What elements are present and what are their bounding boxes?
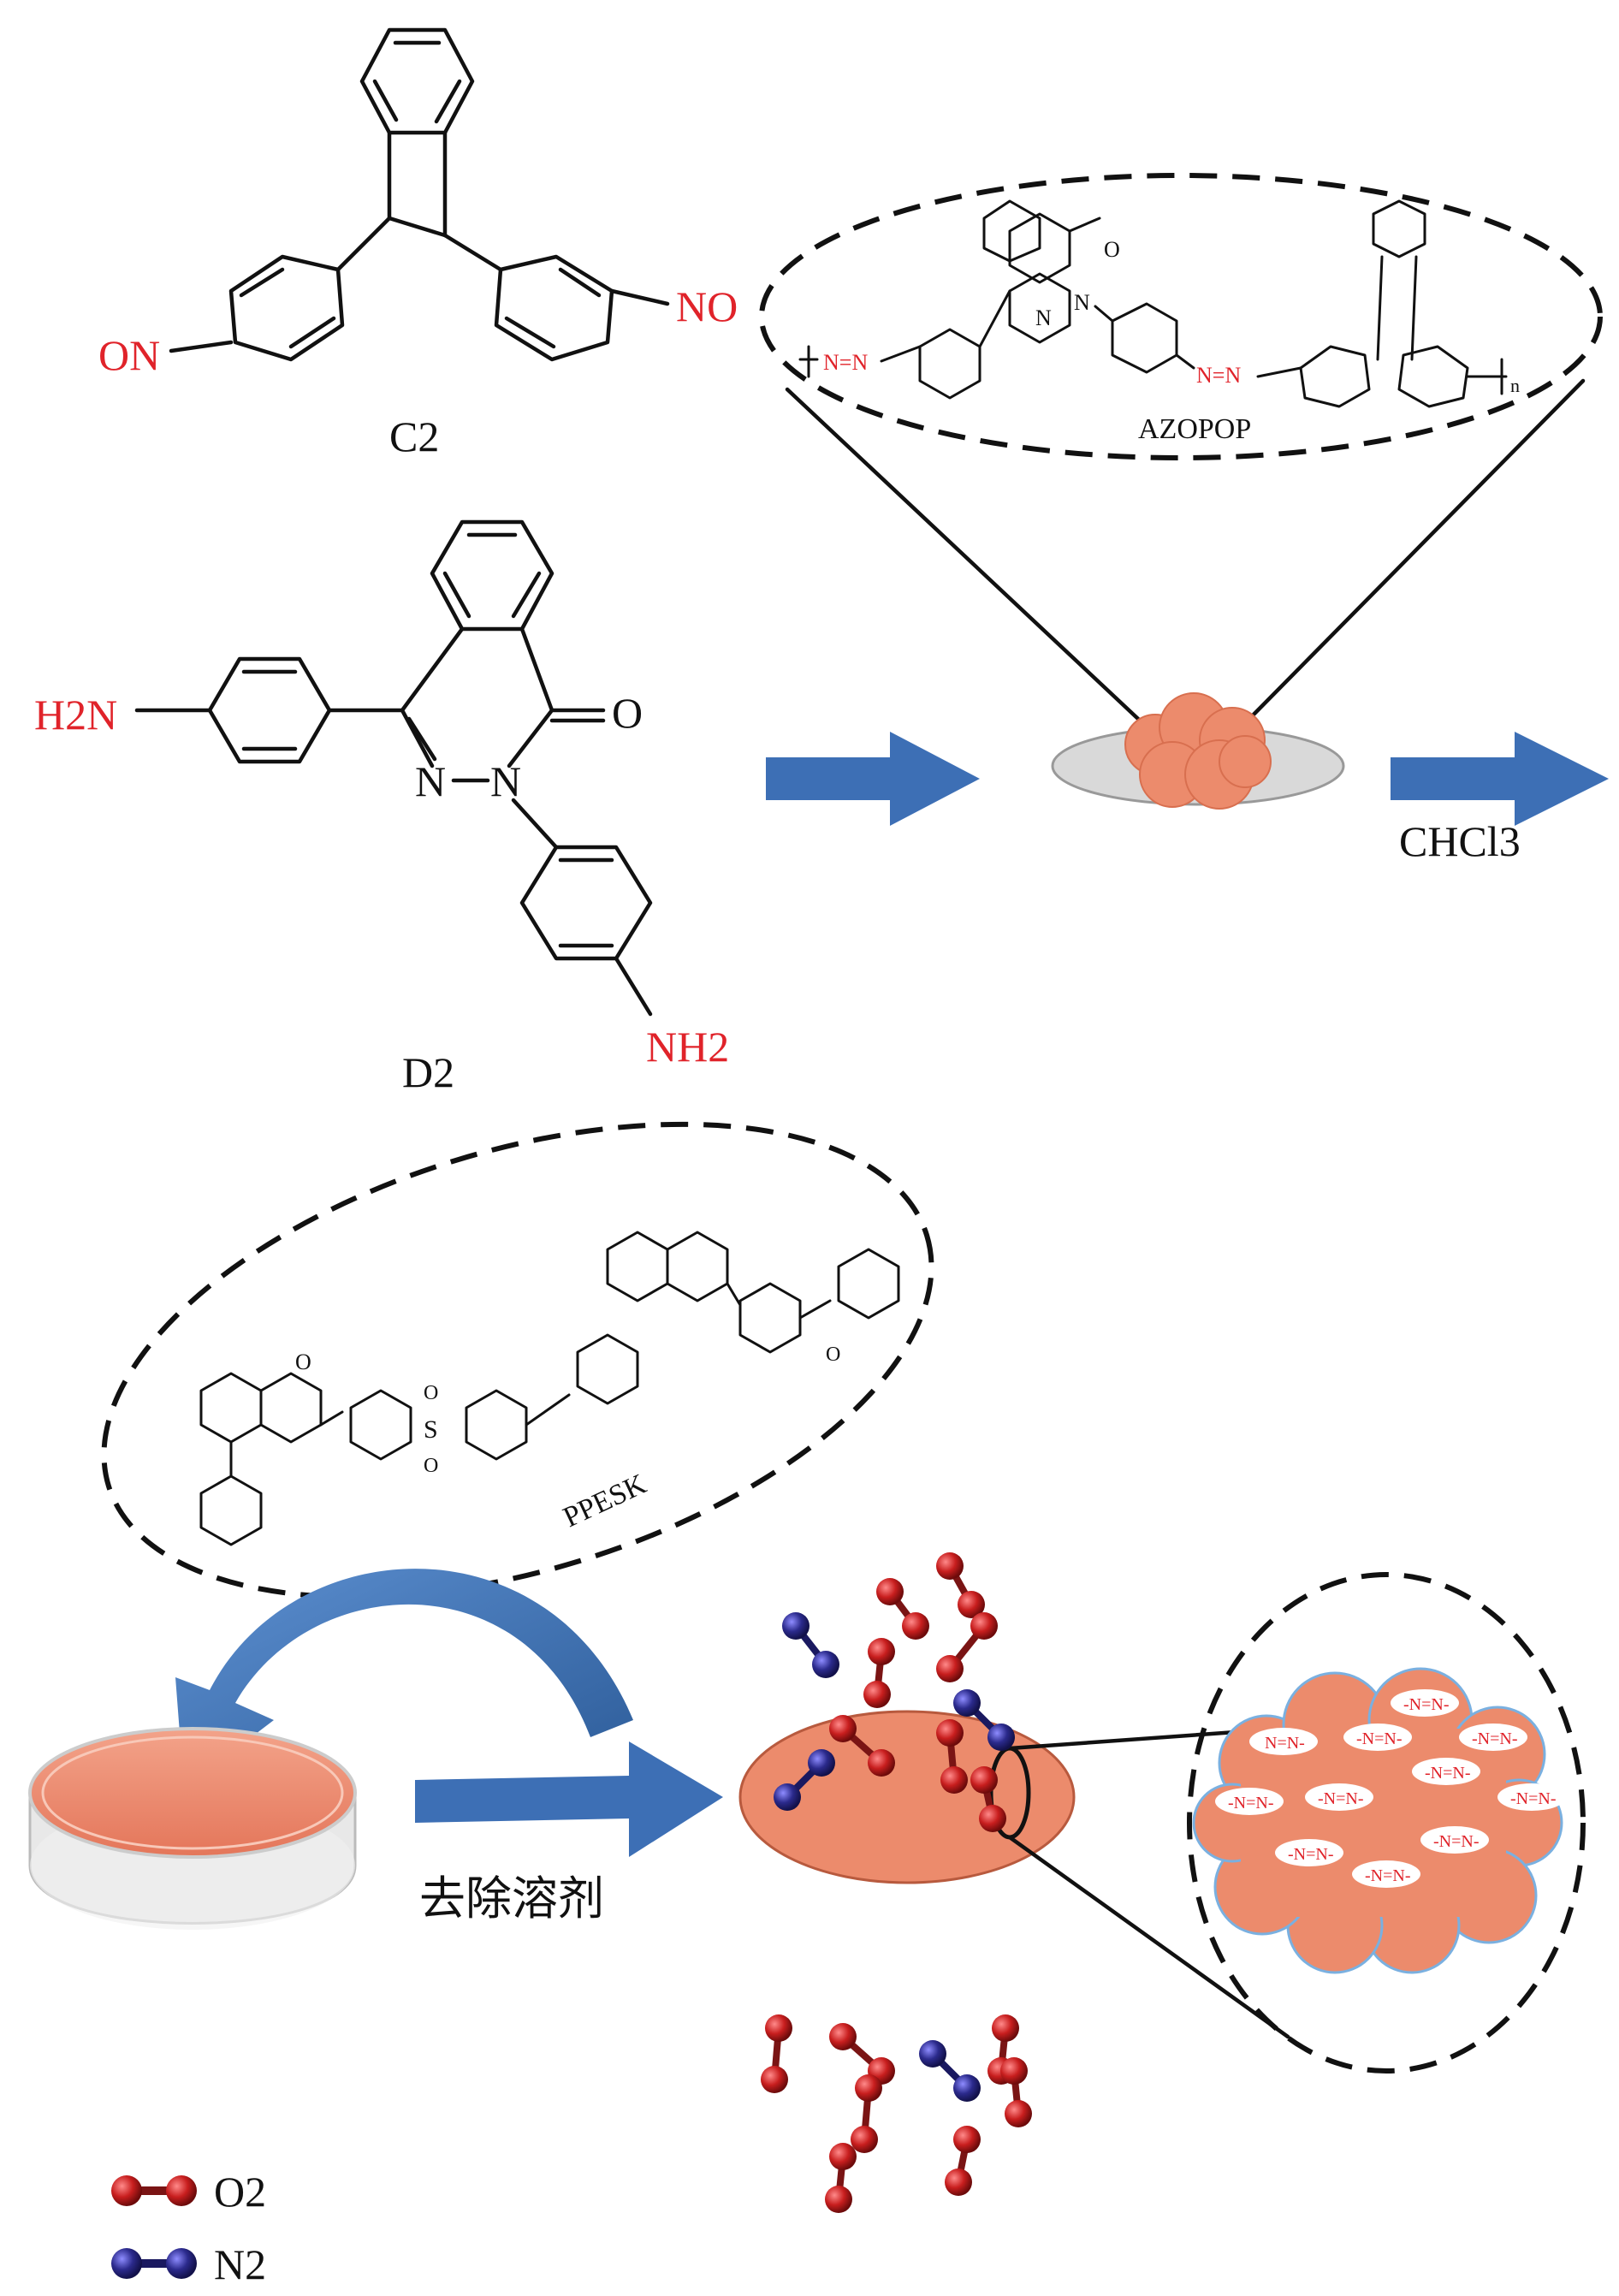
svg-text:-N=N-: -N=N-	[1356, 1729, 1403, 1748]
svg-text:-N=N-: -N=N-	[1425, 1764, 1471, 1783]
n2-molecule	[774, 1749, 835, 1811]
azo-bubble: N=N-	[1249, 1728, 1318, 1755]
azopop-name-label: AZOPOP	[1138, 413, 1251, 445]
legend-o2: O2	[111, 2168, 266, 2216]
membrane-zoom: -N=N- N=N- -N=N- -N=N- -N=N- -N=N- -N=N-…	[1187, 1572, 1586, 2074]
ppesk-name-label: PPESK	[559, 1468, 652, 1534]
azopop-n2-label: N	[1074, 290, 1090, 315]
o2-molecule	[945, 2126, 981, 2196]
o2-molecule	[936, 1612, 998, 1682]
azo-bubble: -N=N-	[1420, 1826, 1489, 1854]
o2-molecule	[851, 2074, 882, 2153]
o2-molecule	[936, 1719, 968, 1794]
membrane-cloud	[1192, 1667, 1563, 1974]
ppesk-so-top: O	[424, 1382, 438, 1404]
azo-bubble: -N=N-	[1459, 1723, 1527, 1751]
svg-text:-N=N-: -N=N-	[1510, 1789, 1557, 1808]
o2-molecule	[936, 1552, 985, 1618]
pour-arrow	[175, 1569, 633, 1789]
n2-molecule	[953, 1689, 1015, 1751]
c2-right-nitroso-label: NO	[676, 282, 738, 330]
azo-bubble: -N=N-	[1343, 1723, 1412, 1751]
azopop-azo-middle: N=N	[1196, 363, 1241, 388]
azopop-zoom-ellipse	[759, 173, 1603, 460]
azopop-powder	[1124, 692, 1272, 810]
svg-text:-N=N-: -N=N-	[1472, 1729, 1518, 1748]
azopop-structure: N=N O N N N=N n AZOPOP	[798, 199, 1520, 445]
azopop-carbonyl-o: O	[1104, 237, 1120, 262]
o2-molecule	[876, 1578, 929, 1640]
ppesk-ketone-o: O	[826, 1344, 840, 1366]
azo-bubble: -N=N-	[1215, 1788, 1284, 1815]
membrane-zoom-circle	[1187, 1572, 1586, 2074]
o2-molecule	[825, 2143, 857, 2213]
azopop-repeat-n: n	[1510, 375, 1520, 396]
solvent-label: CHCl3	[1399, 817, 1521, 865]
svg-text:-N=N-: -N=N-	[1365, 1866, 1411, 1885]
svg-text:-N=N-: -N=N-	[1433, 1832, 1480, 1851]
azo-bubble: -N=N-	[1275, 1839, 1343, 1866]
ppesk-structure: O S O O O PPESK	[199, 1231, 900, 1546]
o2-molecule	[863, 1638, 895, 1708]
n2-molecule	[919, 2040, 981, 2102]
o2-molecule	[970, 1766, 1006, 1832]
o2-molecule	[1000, 2057, 1032, 2127]
c2-structure: ON NO C2	[98, 27, 738, 460]
svg-text:-N=N-: -N=N-	[1228, 1794, 1274, 1812]
process-step-label: 去除溶剂	[419, 1873, 604, 1925]
d2-name-label: D2	[402, 1048, 454, 1096]
legend-n2-label: N2	[214, 2240, 266, 2288]
ppesk-o1: O	[295, 1350, 311, 1374]
legend-o2-label: O2	[214, 2168, 266, 2216]
o2-molecule	[761, 2014, 792, 2093]
azo-bubble: -N=N-	[1391, 1689, 1459, 1717]
petri-dish	[28, 1727, 357, 1930]
casting-arrow	[415, 1741, 723, 1857]
d2-n1-label: N	[415, 757, 446, 805]
azopop-zoom: N=N O N N N=N n AZOPOP	[759, 173, 1603, 810]
d2-n2-label: N	[490, 757, 521, 805]
svg-text:-N=N-: -N=N-	[1318, 1789, 1364, 1808]
ppesk-zoom: O S O O O PPESK	[101, 1121, 934, 1600]
solvent-arrow	[1391, 732, 1609, 826]
legend: O2 N2	[111, 2168, 266, 2288]
ppesk-s-label: S	[424, 1415, 438, 1444]
legend-n2: N2	[111, 2240, 266, 2288]
ppesk-so-bottom: O	[424, 1455, 438, 1477]
c2-left-nitroso-label: ON	[98, 331, 160, 379]
gas-molecules	[761, 1552, 1032, 2213]
azopop-azo-left: N=N	[823, 350, 868, 375]
d2-left-amine-label: H2N	[34, 691, 117, 739]
n2-molecule	[782, 1612, 839, 1678]
azopop-n-label: N	[1035, 306, 1052, 330]
d2-carbonyl-o-label: O	[612, 689, 643, 737]
azo-bubble: -N=N-	[1497, 1783, 1566, 1811]
ppesk-zoom-ellipse	[101, 1121, 934, 1600]
d2-bottom-amine-label: NH2	[646, 1023, 729, 1071]
reaction-arrow-1	[766, 732, 980, 826]
o2-molecule	[829, 2023, 895, 2085]
azo-bubble: -N=N-	[1412, 1758, 1480, 1785]
c2-name-label: C2	[389, 412, 439, 460]
azo-bubble: -N=N-	[1305, 1783, 1373, 1811]
svg-text:-N=N-: -N=N-	[1403, 1695, 1450, 1714]
o2-molecule	[829, 1715, 895, 1777]
azo-bubble: -N=N-	[1352, 1860, 1420, 1888]
azo-bubbles: -N=N- N=N- -N=N- -N=N- -N=N- -N=N- -N=N-…	[1215, 1689, 1566, 1888]
d2-structure: O N N H2N NH2 D2	[34, 519, 729, 1096]
svg-text:N=N-: N=N-	[1265, 1734, 1305, 1753]
svg-text:-N=N-: -N=N-	[1288, 1845, 1334, 1864]
